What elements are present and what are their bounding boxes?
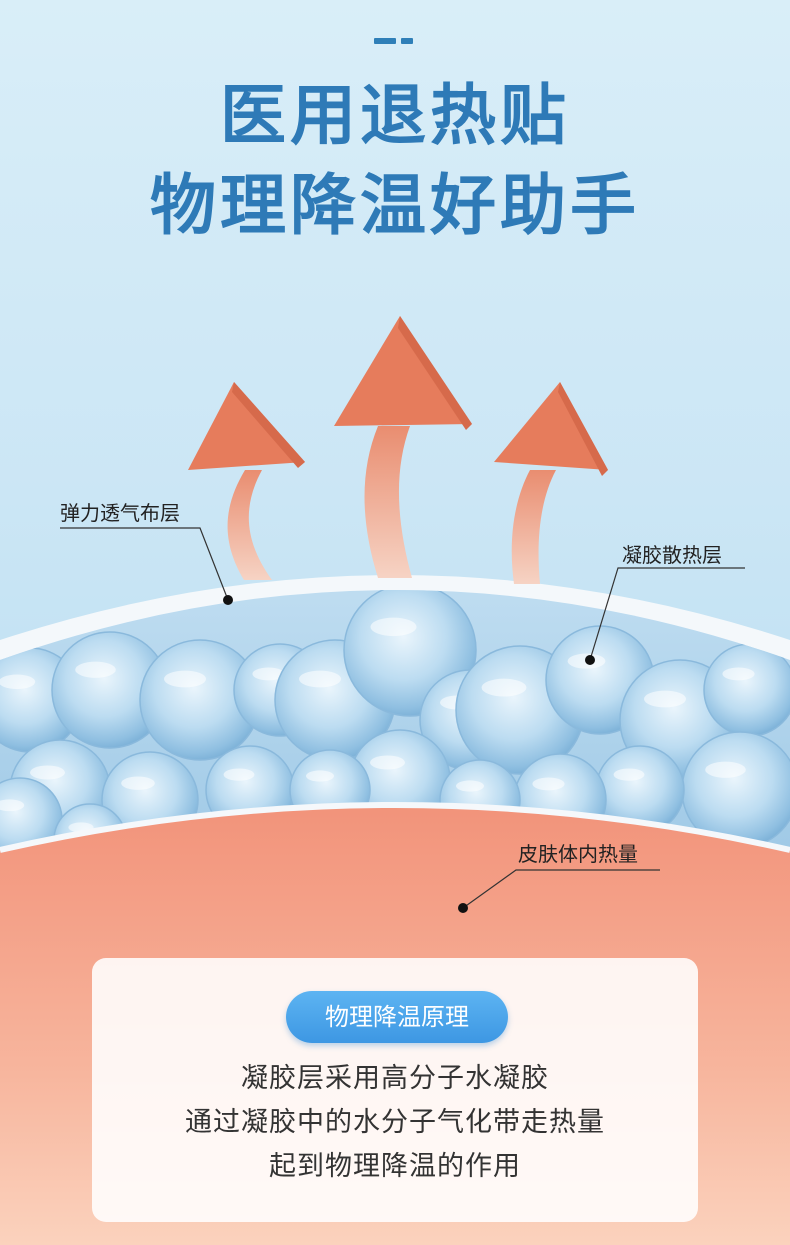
fabric-layer	[0, 575, 790, 668]
heat-arrow-icon	[188, 382, 305, 580]
principle-line: 凝胶层采用高分子水凝胶	[241, 1063, 549, 1094]
gel-bubble-highlight	[532, 777, 565, 791]
gel-bubble-highlight	[613, 768, 645, 781]
gel-bubble-icon	[0, 590, 790, 850]
gel-bubble	[703, 643, 790, 737]
gel-bubble-highlight	[121, 776, 155, 790]
skin-layer-label: 皮肤体内热量	[518, 842, 638, 866]
gel-bubble-highlight	[456, 780, 484, 792]
gel-layer	[0, 590, 790, 850]
gel-bubble-highlight	[306, 770, 334, 782]
page-subtitle: 物理降温好助手	[150, 167, 640, 244]
principle-card: 物理降温原理 凝胶层采用高分子水凝胶 通过凝胶中的水分子气化带走热量 起到物理降…	[92, 958, 698, 1222]
gel-bubble-highlight	[223, 768, 255, 781]
gel-bubble-highlight	[370, 755, 405, 770]
gel-bubble-highlight	[30, 765, 65, 780]
principle-badge: 物理降温原理	[286, 991, 508, 1043]
gel-bubble-highlight	[0, 799, 25, 812]
heat-arrow-icon	[334, 316, 472, 578]
gel-bubble-highlight	[705, 761, 746, 778]
gel-bubble-highlight	[252, 667, 285, 681]
gel-layer-label: 凝胶散热层	[622, 543, 722, 567]
heat-arrow-icon	[494, 382, 608, 584]
principle-line: 起到物理降温的作用	[269, 1151, 521, 1182]
gel-bubble-highlight	[370, 617, 417, 637]
principle-line: 通过凝胶中的水分子气化带走热量	[185, 1107, 605, 1138]
gel-bubble-highlight	[0, 674, 36, 690]
gel-bubble-highlight	[164, 670, 206, 688]
gel-bubble-highlight	[299, 670, 341, 688]
fabric-layer-label: 弹力透气布层	[60, 501, 180, 525]
gel-bubble-highlight	[75, 661, 116, 678]
gel-bubble-highlight	[644, 690, 686, 708]
decorative-dash	[374, 38, 414, 44]
gel-bubble-highlight	[481, 678, 527, 697]
gel-bubble-highlight	[722, 667, 755, 681]
page-title: 医用退热贴	[220, 77, 570, 154]
